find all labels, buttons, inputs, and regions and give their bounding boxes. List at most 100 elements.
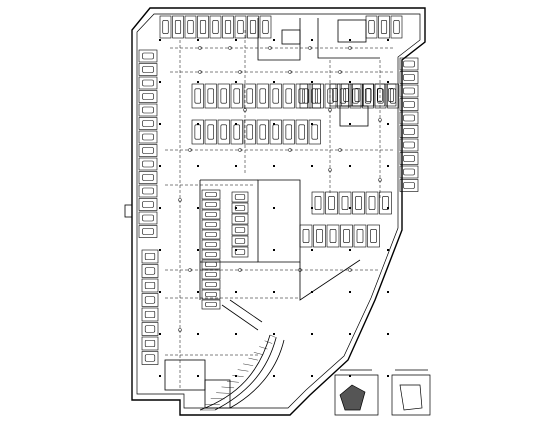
- left-column-space: [138, 117, 158, 130]
- stair-core-mid: [339, 105, 369, 127]
- center-column-space: [201, 219, 221, 230]
- right-block-row-car-icon: [328, 196, 335, 210]
- south-column-car-icon: [144, 310, 156, 319]
- outer-wall: [131, 7, 426, 416]
- south-column-space: [141, 336, 159, 351]
- middle-row-c-space: [299, 83, 312, 109]
- structural-column: [387, 333, 389, 335]
- center-column-space: [201, 189, 221, 200]
- center-column-car-icon: [205, 241, 217, 248]
- top-row-left-car-icon: [212, 20, 219, 34]
- light-fixture-icon: [308, 46, 312, 50]
- middle-row-b-car-icon: [246, 124, 253, 140]
- structural-column: [159, 249, 161, 251]
- right-block-row-space: [325, 191, 338, 215]
- center-column-car-icon: [205, 231, 217, 238]
- mid-row-d-car-icon: [354, 88, 361, 102]
- top-row-left-car-icon: [262, 20, 269, 34]
- structural-column: [159, 123, 161, 125]
- right-block-row-car-icon: [382, 196, 389, 210]
- left-column-car-icon: [142, 133, 154, 141]
- fixtures: [178, 46, 382, 332]
- center-column-space: [201, 209, 221, 220]
- center-column-2-space: [231, 224, 249, 236]
- structural-column: [349, 39, 351, 41]
- middle-row-c-space: [337, 83, 349, 109]
- left-column-space: [138, 171, 158, 184]
- right-block-row-space: [379, 191, 392, 215]
- light-fixture-icon: [298, 268, 302, 272]
- top-row-left-space: [209, 15, 222, 39]
- right-column-car-icon: [403, 155, 415, 162]
- right-column-space: [399, 165, 419, 179]
- right-block-row-car-icon: [355, 196, 362, 210]
- middle-row-b-space: [191, 119, 204, 145]
- center-column-space: [201, 199, 221, 210]
- center-column-car-icon: [205, 221, 217, 228]
- center-core: [199, 179, 258, 300]
- top-row-left-space: [184, 15, 197, 39]
- right-column-space: [399, 179, 419, 192]
- ramp-hatch-line: [221, 386, 235, 389]
- middle-row-b-car-icon: [311, 124, 318, 140]
- middle-row-b-car-icon: [285, 124, 292, 140]
- structural-column: [159, 165, 161, 167]
- inner-wall: [136, 13, 421, 409]
- mid-row-d-space: [385, 83, 397, 107]
- structural-column: [311, 249, 313, 251]
- light-fixture-icon: [288, 148, 292, 152]
- middle-row-b-space: [204, 119, 217, 145]
- middle-row-c-car-icon: [327, 88, 334, 104]
- top-row-right-space: [365, 15, 378, 39]
- right-block-row-2-space: [353, 224, 367, 248]
- structural-column: [235, 81, 237, 83]
- left-column-space: [138, 63, 158, 76]
- structural-column: [349, 333, 351, 335]
- left-column-space: [138, 211, 158, 225]
- right-column-car-icon: [403, 60, 415, 68]
- structural-column: [235, 123, 237, 125]
- middle-row-b-car-icon: [259, 124, 266, 140]
- middle-row-a-space: [282, 83, 295, 109]
- right-block-row-2-space: [326, 224, 340, 248]
- ramp-hatch: [200, 334, 278, 411]
- light-fixture-icon: [378, 178, 382, 182]
- center-column-car-icon: [205, 291, 217, 298]
- middle-row-c-space: [312, 83, 324, 109]
- structural-column: [349, 81, 351, 83]
- top-row-left-car-icon: [224, 20, 232, 34]
- right-block-row-2-car-icon: [356, 229, 364, 243]
- south-column-space: [141, 264, 159, 278]
- middle-row-a-car-icon: [285, 88, 292, 104]
- core-wall-1: [257, 18, 301, 61]
- middle-row-c-space: [374, 83, 387, 109]
- middle-row-a-space: [217, 83, 230, 109]
- left-column-space: [138, 157, 158, 171]
- right-block-row-car-icon: [314, 196, 322, 210]
- structural-column: [197, 123, 199, 125]
- south-column-car-icon: [144, 325, 156, 333]
- top-row-left-car-icon: [237, 20, 244, 34]
- left-column-space: [138, 76, 158, 90]
- right-block-row-2-car-icon: [329, 229, 337, 243]
- middle-row-a-space: [230, 83, 243, 109]
- building-outline: [131, 7, 426, 416]
- center-column-car-icon: [205, 201, 217, 208]
- left-column-car-icon: [142, 174, 154, 181]
- top-row-left-car-icon: [162, 20, 169, 34]
- right-block-row-2-space: [299, 224, 313, 248]
- light-fixture-icon: [268, 46, 272, 50]
- top-row-left-car-icon: [174, 20, 182, 34]
- structural-column: [273, 291, 275, 293]
- structural-column: [197, 39, 199, 41]
- middle-row-b-space: [295, 119, 308, 145]
- right-column-space: [399, 84, 419, 98]
- structural-column: [387, 207, 389, 209]
- ramp-wall: [257, 179, 301, 263]
- middle-row-b-car-icon: [272, 124, 279, 140]
- middle-row-a-car-icon: [233, 88, 240, 104]
- mid-row-d-car-icon: [332, 88, 338, 102]
- ramp-curve-outer: [199, 334, 271, 411]
- ramp-hatch-line: [226, 380, 239, 383]
- left-column-space: [138, 184, 158, 198]
